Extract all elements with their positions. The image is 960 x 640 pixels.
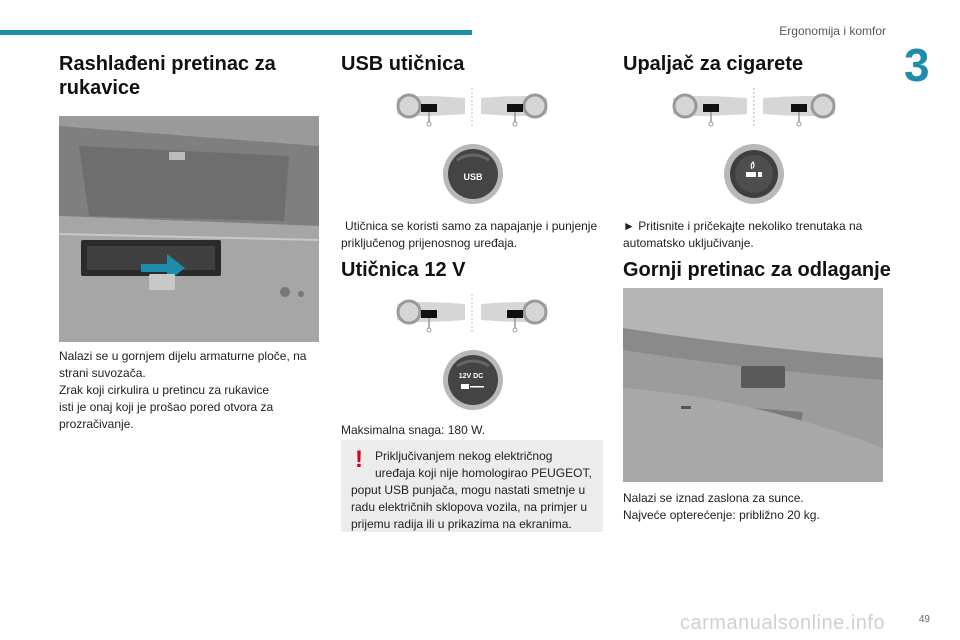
- steering-wheel-lhd-icon: [672, 93, 747, 127]
- steering-wheel-lhd-icon: [396, 93, 465, 127]
- usb-description: Utičnica se koristi samo za napajanje i …: [341, 218, 603, 252]
- glovebox-photo: [59, 116, 319, 342]
- upper-compartment-line: Najveće opterećenje: približno 20 kg.: [623, 508, 820, 522]
- warning-line: poput USB punjača, mogu nastati smetnje …: [351, 483, 586, 497]
- warning-exclamation-icon: !: [355, 446, 363, 473]
- socket12-heading: Utičnica 12 V: [341, 258, 603, 282]
- 12v-socket-label: 12V DC: [459, 373, 484, 380]
- glovebox-line: isti je onaj koji je prošao pored otvora…: [59, 400, 274, 414]
- upper-compartment-line: Nalazi se iznad zaslona za sunce.: [623, 491, 804, 505]
- lighter-text: ► Pritisnite i pričekajte nekoliko trenu…: [623, 219, 863, 250]
- usb-steering-variants: [341, 86, 603, 130]
- usb-text: Utičnica se koristi samo za napajanje i …: [341, 219, 598, 250]
- upper-compartment-title: Gornji pretinac za odlaganje: [623, 259, 891, 281]
- cigarette-lighter-icon: [722, 142, 786, 206]
- warning-line: prijemu radija ili u prikazima na ekrani…: [351, 517, 572, 531]
- glovebox-line: strani suvozača.: [59, 366, 146, 380]
- steering-wheel-rhd-icon: [763, 93, 836, 127]
- column-glovebox: Rashlađeni pretinac za rukavice: [59, 52, 321, 100]
- glovebox-line: Zrak koji cirkulira u pretincu za rukavi…: [59, 383, 270, 397]
- glovebox-line: prozračivanje.: [59, 417, 134, 431]
- socket12-text: Maksimalna snaga: 180 W.: [341, 423, 486, 437]
- steering-wheel-rhd-icon: [481, 299, 548, 333]
- lighter-title: Upaljač za cigarete: [623, 53, 804, 75]
- glovebox-text: Nalazi se u gornjem dijelu armaturne plo…: [59, 348, 321, 433]
- usb-title: USB utičnica: [341, 53, 465, 75]
- usb-socket-label: USB: [463, 172, 483, 182]
- upper-compartment-photo: [623, 288, 883, 482]
- steering-wheel-lhd-icon: [396, 299, 465, 333]
- section-title: Ergonomija i komfor: [779, 24, 886, 38]
- steering-wheel-rhd-icon: [481, 93, 548, 127]
- glovebox-line: Nalazi se u gornjem dijelu armaturne plo…: [59, 349, 307, 363]
- warning-box: ! Priključivanjem nekog električnog uređ…: [341, 440, 603, 532]
- usb-socket-icon: USB: [441, 142, 505, 206]
- lighter-steering-variants: [623, 86, 885, 130]
- column-lighter: Upaljač za cigarete: [623, 52, 885, 76]
- accent-bar: [0, 30, 472, 35]
- chapter-number: 3: [904, 39, 930, 91]
- warning-line: radu električnih sklopova vozila, na pri…: [351, 500, 588, 514]
- glovebox-title: Rashlađeni pretinac za rukavice: [59, 53, 276, 99]
- socket12-steering-variants: [341, 292, 603, 336]
- socket12-title: Utičnica 12 V: [341, 259, 466, 281]
- 12v-socket-icon: 12V DC: [441, 348, 505, 412]
- upper-compartment-heading: Gornji pretinac za odlaganje: [623, 258, 891, 282]
- lighter-description: ► Pritisnite i pričekajte nekoliko trenu…: [623, 218, 885, 252]
- watermark: carmanualsonline.info: [680, 612, 886, 634]
- upper-compartment-text: Nalazi se iznad zaslona za sunce. Najveć…: [623, 490, 885, 524]
- warning-line: Priključivanjem nekog električnog: [375, 449, 553, 463]
- column-sockets: USB utičnica: [341, 52, 603, 76]
- socket12-description: Maksimalna snaga: 180 W.: [341, 422, 603, 439]
- page-number: 49: [918, 614, 930, 625]
- warning-line: uređaja koji nije homologirao PEUGEOT,: [375, 466, 592, 480]
